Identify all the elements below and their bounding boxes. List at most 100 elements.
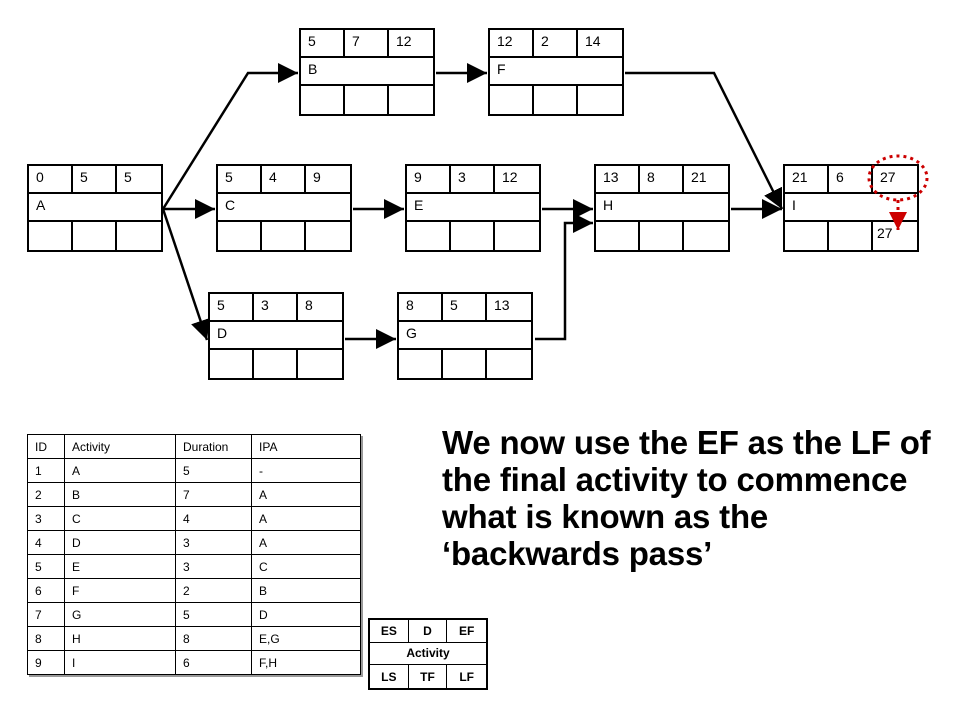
ipa-cell: A xyxy=(251,530,361,555)
activity-node-b: 5 7 12 B xyxy=(299,28,435,116)
duration-cell: 8 xyxy=(640,166,684,194)
ef-cell: 14 xyxy=(578,30,622,58)
ef-cell: 12 xyxy=(495,166,539,194)
activity-name: F xyxy=(490,58,622,86)
id-cell: 2 xyxy=(27,482,65,507)
lf-cell xyxy=(306,222,350,250)
activity-node-i: 21 6 27 I 27 xyxy=(783,164,919,252)
node-legend: ES D EF Activity LS TF LF xyxy=(368,618,488,690)
ef-cell: 5 xyxy=(117,166,161,194)
activity-node-e: 9 3 12 E xyxy=(405,164,541,252)
activity-name: D xyxy=(210,322,342,350)
ls-cell xyxy=(218,222,262,250)
activity-node-g: 8 5 13 G xyxy=(397,292,533,380)
lf-cell xyxy=(389,86,433,114)
tf-cell xyxy=(534,86,578,114)
ls-cell xyxy=(596,222,640,250)
arrow-a-b xyxy=(161,63,298,210)
ef-cell: 12 xyxy=(389,30,433,58)
arrow-g-h xyxy=(535,213,593,341)
ls-cell xyxy=(29,222,73,250)
ipa-cell: - xyxy=(251,458,361,483)
activity-name: A xyxy=(29,194,161,222)
id-cell: 3 xyxy=(27,506,65,531)
duration-cell: 7 xyxy=(175,482,252,507)
lf-cell: 27 xyxy=(877,225,893,241)
ef-cell: 8 xyxy=(298,294,342,322)
header-duration: Duration xyxy=(175,434,252,459)
activity-cell: F xyxy=(64,578,176,603)
id-cell: 4 xyxy=(27,530,65,555)
ipa-cell: D xyxy=(251,602,361,627)
ef-cell: 21 xyxy=(684,166,728,194)
table-header-row: ID Activity Duration IPA xyxy=(27,434,361,459)
ef-cell: 9 xyxy=(306,166,350,194)
duration-cell: 3 xyxy=(451,166,495,194)
duration-cell: 2 xyxy=(175,578,252,603)
duration-cell: 2 xyxy=(534,30,578,58)
arrow-f-i xyxy=(625,71,784,210)
activity-cell: B xyxy=(64,482,176,507)
lf-cell xyxy=(117,222,161,250)
tf-cell xyxy=(443,350,487,378)
legend-es: ES xyxy=(370,620,409,643)
tf-cell xyxy=(640,222,684,250)
activity-node-h: 13 8 21 H xyxy=(594,164,730,252)
es-cell: 5 xyxy=(218,166,262,194)
activity-cell: E xyxy=(64,554,176,579)
duration-cell: 5 xyxy=(443,294,487,322)
id-cell: 8 xyxy=(27,626,65,651)
es-cell: 12 xyxy=(490,30,534,58)
ls-cell xyxy=(210,350,254,378)
ls-cell xyxy=(407,222,451,250)
es-cell: 5 xyxy=(301,30,345,58)
activity-name: G xyxy=(399,322,531,350)
activity-cell: I xyxy=(64,650,176,675)
lf-cell xyxy=(578,86,622,114)
activity-cell: D xyxy=(64,530,176,555)
activity-node-a: 0 5 5 A xyxy=(27,164,163,252)
lf-cell xyxy=(495,222,539,250)
ipa-cell: F,H xyxy=(251,650,361,675)
activity-name: E xyxy=(407,194,539,222)
legend-lf: LF xyxy=(459,669,474,684)
legend-d: D xyxy=(408,620,448,643)
duration-cell: 4 xyxy=(175,506,252,531)
ipa-cell: E,G xyxy=(251,626,361,651)
arrow-a-d xyxy=(161,208,211,341)
id-cell: 5 xyxy=(27,554,65,579)
legend-ls: LS xyxy=(370,665,409,688)
tf-cell xyxy=(451,222,495,250)
duration-cell: 3 xyxy=(175,530,252,555)
activity-name: B xyxy=(301,58,433,86)
activity-node-f: 12 2 14 F xyxy=(488,28,624,116)
ipa-cell: B xyxy=(251,578,361,603)
duration-cell: 7 xyxy=(345,30,389,58)
duration-cell: 3 xyxy=(254,294,298,322)
duration-cell: 8 xyxy=(175,626,252,651)
legend-tf: TF xyxy=(409,665,448,688)
activity-name: C xyxy=(218,194,350,222)
id-cell: 1 xyxy=(27,458,65,483)
activity-cell: A xyxy=(64,458,176,483)
es-cell: 9 xyxy=(407,166,451,194)
header-ipa: IPA xyxy=(251,434,361,459)
duration-cell: 6 xyxy=(175,650,252,675)
tf-cell xyxy=(254,350,298,378)
lf-cell xyxy=(684,222,728,250)
es-cell: 21 xyxy=(785,166,829,194)
activity-cell: C xyxy=(64,506,176,531)
ef-cell: 27 xyxy=(873,166,917,194)
activity-name: H xyxy=(596,194,728,222)
id-cell: 9 xyxy=(27,650,65,675)
tf-cell xyxy=(262,222,306,250)
activity-cell: G xyxy=(64,602,176,627)
